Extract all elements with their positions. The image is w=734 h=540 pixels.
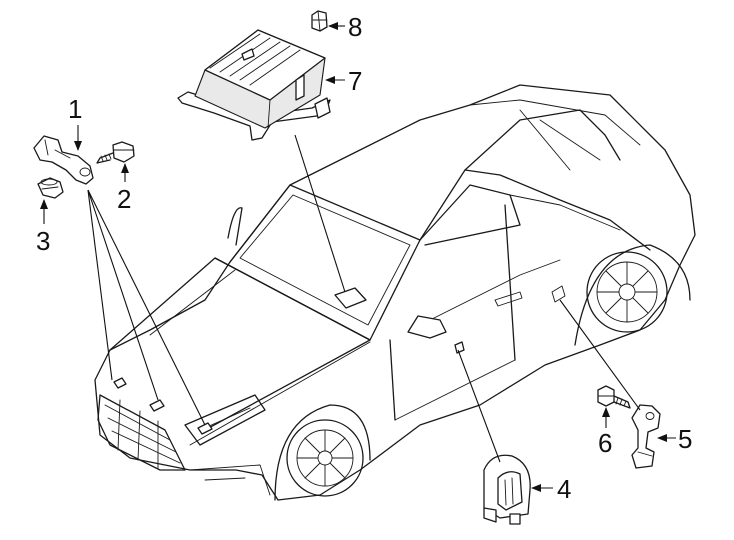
leader-lines	[87, 134, 641, 463]
callout-1: 1	[68, 94, 82, 124]
callout-6: 6	[598, 428, 612, 458]
side-sensor-part	[631, 404, 661, 469]
callout-5: 5	[678, 424, 692, 454]
callout-4: 4	[557, 474, 571, 504]
bolt-part-2	[96, 141, 135, 164]
nut-part	[311, 10, 328, 32]
callout-8: 8	[348, 12, 362, 42]
sensor-bracket-part	[33, 135, 94, 185]
callout-labels: 1 2 3 4 5 6 7 8	[36, 12, 692, 504]
callout-2: 2	[117, 184, 131, 214]
control-module-part	[177, 29, 331, 141]
callout-7: 7	[348, 66, 362, 96]
callout-3: 3	[36, 226, 50, 256]
clock-spring-part	[483, 454, 531, 525]
car-illustration	[94, 84, 696, 501]
bolt-part-6	[597, 385, 631, 409]
callout-arrows	[40, 22, 676, 492]
screw-part-3	[37, 177, 64, 199]
